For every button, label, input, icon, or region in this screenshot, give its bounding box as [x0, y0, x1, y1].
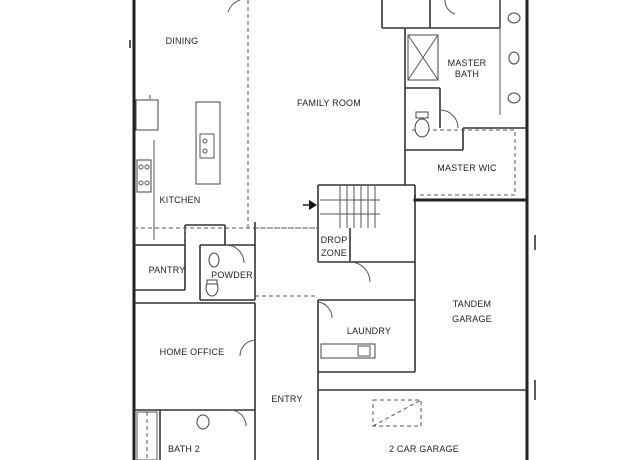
master-sink-upper — [507, 12, 521, 24]
room-label-drop-zone-1: DROP — [321, 235, 348, 245]
master-bath-fixtures — [407, 0, 521, 138]
room-label-kitchen: KITCHEN — [160, 195, 201, 205]
cooktop — [136, 159, 152, 193]
room-label-bath-2: BATH 2 — [168, 444, 200, 454]
powder-sink — [208, 252, 220, 268]
room-label-pantry: PANTRY — [149, 265, 186, 275]
room-label-home-office: HOME OFFICE — [160, 347, 225, 357]
bath2-fixtures — [136, 411, 210, 460]
room-label-drop-zone-2: ZONE — [321, 248, 347, 258]
room-label-laundry: LAUNDRY — [347, 326, 391, 336]
room-label-dining: DINING — [166, 36, 199, 46]
stair-arrow-icon — [309, 200, 317, 210]
room-label-entry: ENTRY — [271, 394, 302, 404]
room-label-tandem-garage-2: GARAGE — [452, 314, 492, 324]
room-label-master-bath-2: BATH — [455, 69, 479, 79]
door-swings — [225, 0, 459, 427]
laundry-counter — [320, 343, 376, 359]
room-label-powder: POWDER — [211, 270, 253, 280]
powder-fixtures — [205, 252, 220, 297]
room-label-master-bath-1: MASTER — [448, 58, 487, 68]
room-label-tandem-garage-1: TANDEM — [453, 299, 492, 309]
master-sink-middle — [508, 51, 520, 65]
kitchen-fixtures — [135, 99, 221, 240]
laundry-fixtures — [320, 343, 376, 359]
interior-walls — [134, 0, 529, 460]
pantry-box — [135, 99, 159, 131]
exterior-walls — [129, 0, 536, 460]
room-label-2-car-garage: 2 CAR GARAGE — [389, 444, 459, 454]
master-toilet — [414, 118, 430, 138]
stairs — [303, 186, 380, 228]
master-sink-lower — [507, 92, 521, 104]
room-label-family-room: FAMILY ROOM — [297, 98, 361, 108]
dashed-lines — [134, 0, 516, 427]
bath2-sink — [196, 414, 210, 430]
room-labels: DINING FAMILY ROOM MASTER BATH MASTER WI… — [149, 36, 497, 454]
room-label-master-wic: MASTER WIC — [437, 163, 497, 173]
